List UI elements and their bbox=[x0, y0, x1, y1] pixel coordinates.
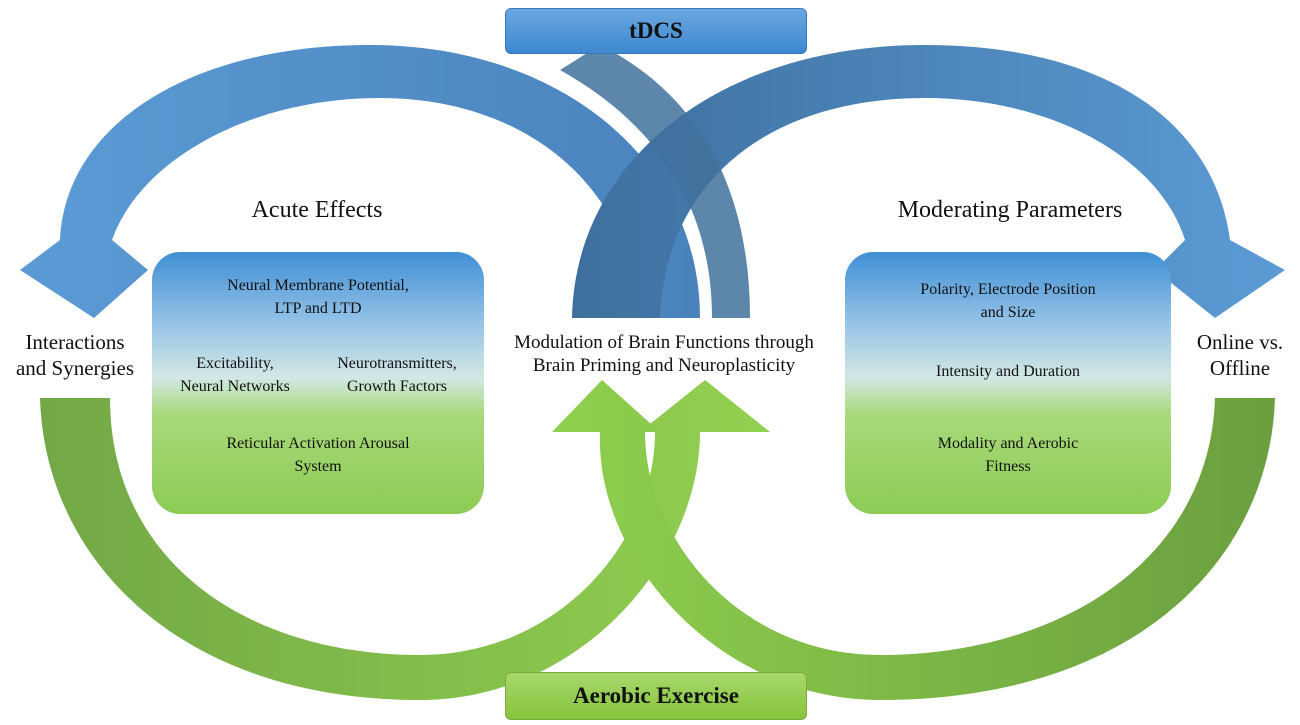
interactions-label-line2: and Synergies bbox=[15, 355, 134, 380]
interactions-label-line1: Interactions bbox=[25, 330, 125, 354]
moderating-item-modality-line2: Fitness bbox=[985, 458, 1031, 476]
moderating-parameters-heading: Moderating Parameters bbox=[897, 197, 1123, 223]
acute-item-excitability-line2: Neural Networks bbox=[180, 378, 290, 396]
tdcs-label: tDCS bbox=[629, 18, 683, 43]
moderating-parameters-box: Polarity, Electrode Position and Size In… bbox=[845, 252, 1171, 514]
online-label-line1: Online vs. bbox=[1196, 330, 1284, 354]
moderating-item-intensity-line1: Intensity and Duration bbox=[936, 363, 1080, 380]
moderating-item-polarity-line1: Polarity, Electrode Position bbox=[920, 281, 1096, 298]
moderating-item-intensity: Intensity and Duration bbox=[845, 360, 1171, 383]
acute-item-neurotransmitters-line1: Neurotransmitters, bbox=[337, 355, 457, 372]
brain-modulation-line2: Brain Priming and Neuroplasticity bbox=[532, 355, 796, 377]
online-offline-label: Online vs. Offline bbox=[1180, 330, 1300, 381]
acute-item-membrane: Neural Membrane Potential, LTP and LTD bbox=[152, 274, 484, 320]
green-arrow-right bbox=[552, 380, 1275, 700]
acute-item-reticular: Reticular Activation Arousal System bbox=[152, 432, 484, 478]
green-arrow-left bbox=[40, 380, 770, 700]
acute-item-excitability-line1: Excitability, bbox=[196, 355, 274, 372]
interactions-synergies-label: Interactions and Synergies bbox=[0, 330, 150, 381]
blue-arrow-left bbox=[20, 45, 700, 318]
acute-item-reticular-line1: Reticular Activation Arousal bbox=[226, 435, 410, 452]
moderating-item-modality-line1: Modality and Aerobic bbox=[937, 435, 1079, 452]
brain-modulation-line1: Modulation of Brain Functions through bbox=[514, 332, 814, 353]
aerobic-exercise-label: Aerobic Exercise bbox=[573, 683, 739, 708]
tdcs-label-box: tDCS bbox=[505, 8, 807, 54]
acute-effects-heading: Acute Effects bbox=[251, 197, 383, 223]
acute-item-reticular-line2: System bbox=[294, 458, 342, 476]
online-label-line2: Offline bbox=[1209, 355, 1271, 380]
acute-item-neurotransmitters-line2: Growth Factors bbox=[347, 378, 447, 396]
acute-item-membrane-line2: LTP and LTD bbox=[274, 300, 362, 318]
aerobic-exercise-label-box: Aerobic Exercise bbox=[505, 672, 807, 720]
moderating-item-polarity-line2: and Size bbox=[980, 304, 1036, 322]
brain-modulation-label: Modulation of Brain Functions through Br… bbox=[486, 331, 842, 377]
acute-item-neurotransmitters: Neurotransmitters, Growth Factors bbox=[312, 352, 482, 398]
acute-item-excitability: Excitability, Neural Networks bbox=[160, 352, 310, 398]
acute-effects-box: Neural Membrane Potential, LTP and LTD E… bbox=[152, 252, 484, 514]
blue-arrow-right bbox=[572, 45, 1285, 318]
moderating-item-polarity: Polarity, Electrode Position and Size bbox=[845, 278, 1171, 324]
blue-strand-center bbox=[560, 45, 750, 318]
moderating-item-modality: Modality and Aerobic Fitness bbox=[845, 432, 1171, 478]
acute-item-membrane-line1: Neural Membrane Potential, bbox=[227, 277, 409, 294]
